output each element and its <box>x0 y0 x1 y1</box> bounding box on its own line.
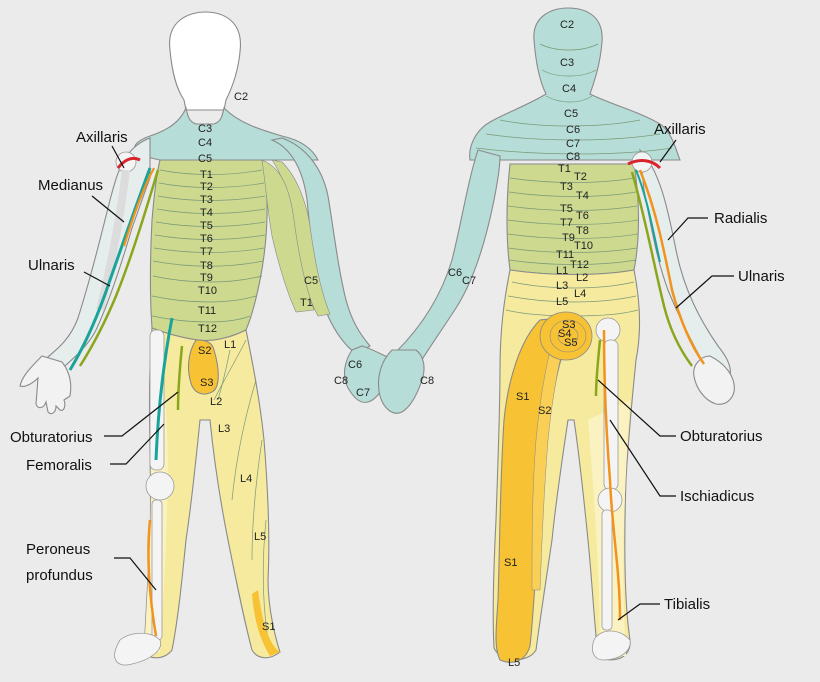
front-seg-c4: C4 <box>198 137 212 149</box>
back-seg-arm-c7: C7 <box>462 275 476 287</box>
back-seg-s2: S2 <box>538 405 551 417</box>
front-seg-c2: C2 <box>234 91 248 103</box>
front-seg-t1: T1 <box>200 169 213 181</box>
front-seg-t3: T3 <box>200 194 213 206</box>
back-label-tibialis: Tibialis <box>664 596 710 613</box>
back-seg-t1: T1 <box>558 163 571 175</box>
front-seg-t10: T10 <box>198 285 217 297</box>
front-seg-hand-c7: C7 <box>356 387 370 399</box>
front-seg-l1: L1 <box>224 339 236 351</box>
front-seg-arm-c5: C5 <box>304 275 318 287</box>
back-seg-s5: S5 <box>564 337 577 349</box>
front-seg-t4: T4 <box>200 207 213 219</box>
back-seg-l1: L1 <box>556 265 568 277</box>
front-label-ulnaris: Ulnaris <box>28 257 75 274</box>
front-seg-t12: T12 <box>198 323 217 335</box>
back-leader-radialis <box>668 218 708 240</box>
front-head <box>170 12 241 110</box>
back-label-ulnaris: Ulnaris <box>738 268 785 285</box>
back-left-hand <box>379 350 425 413</box>
back-label-ischiadicus: Ischiadicus <box>680 488 754 505</box>
back-seg-s1: S1 <box>516 391 529 403</box>
back-seg-l4: L4 <box>574 288 586 300</box>
back-seg-l5-foot: L5 <box>508 657 520 669</box>
back-left-arm <box>387 150 500 382</box>
front-seg-t2: T2 <box>200 181 213 193</box>
front-seg-c3: C3 <box>198 123 212 135</box>
back-seg-c2: C2 <box>560 19 574 31</box>
front-figure: C2 C3 C4 C5 T1 T2 T3 T4 T5 T6 T7 T8 T9 T… <box>10 12 392 665</box>
back-seg-t7: T7 <box>560 217 573 229</box>
back-seg-t8: T8 <box>576 225 589 237</box>
back-label-radialis: Radialis <box>714 210 767 227</box>
front-seg-c5: C5 <box>198 153 212 165</box>
front-label-peroneus-2: profundus <box>26 567 93 584</box>
back-seg-t2: T2 <box>574 171 587 183</box>
front-seg-s2: S2 <box>198 345 211 357</box>
back-seg-t12: T12 <box>570 259 589 271</box>
back-seg-l5: L5 <box>556 296 568 308</box>
back-seg-arm-c6: C6 <box>448 267 462 279</box>
back-seg-c8: C8 <box>566 151 580 163</box>
front-label-axillaris: Axillaris <box>76 129 128 146</box>
front-seg-t7: T7 <box>200 246 213 258</box>
front-label-medianus: Medianus <box>38 177 103 194</box>
back-seg-s1-calf: S1 <box>504 557 517 569</box>
front-seg-t6: T6 <box>200 233 213 245</box>
back-seg-c7: C7 <box>566 138 580 150</box>
front-seg-l3: L3 <box>218 423 230 435</box>
back-seg-c3: C3 <box>560 57 574 69</box>
front-seg-hand-c8: C8 <box>334 375 348 387</box>
back-seg-t10: T10 <box>574 240 593 252</box>
front-seg-t5: T5 <box>200 220 213 232</box>
back-seg-c6: C6 <box>566 124 580 136</box>
back-seg-t4: T4 <box>576 190 589 202</box>
front-seg-t8: T8 <box>200 260 213 272</box>
front-label-femoralis: Femoralis <box>26 457 92 474</box>
front-seg-t11: T11 <box>198 305 216 317</box>
front-seg-hand-c6: C6 <box>348 359 362 371</box>
back-label-obturatorius: Obturatorius <box>680 428 763 445</box>
front-seg-s3: S3 <box>200 377 213 389</box>
front-seg-l2: L2 <box>210 396 222 408</box>
front-seg-t9: T9 <box>200 272 213 284</box>
back-seg-t3: T3 <box>560 181 573 193</box>
back-seg-l2: L2 <box>576 272 588 284</box>
front-seg-l4: L4 <box>240 473 252 485</box>
front-seg-l5: L5 <box>254 531 266 543</box>
back-figure: C2 C3 C4 C5 C6 C7 C8 T1 T2 T3 T4 T5 T6 T… <box>379 8 785 669</box>
back-seg-c5: C5 <box>564 108 578 120</box>
back-seg-l3: L3 <box>556 280 568 292</box>
front-seg-arm-t1: T1 <box>300 297 313 309</box>
back-label-axillaris: Axillaris <box>654 121 706 138</box>
front-seg-s1: S1 <box>262 621 275 633</box>
back-seg-hand-c8: C8 <box>420 375 434 387</box>
front-left-hand <box>20 356 71 414</box>
front-label-peroneus-1: Peroneus <box>26 541 90 558</box>
back-seg-t5: T5 <box>560 203 573 215</box>
back-seg-t6: T6 <box>576 210 589 222</box>
front-label-obturatorius: Obturatorius <box>10 429 93 446</box>
back-seg-t9: T9 <box>562 232 575 244</box>
back-seg-c4: C4 <box>562 83 576 95</box>
